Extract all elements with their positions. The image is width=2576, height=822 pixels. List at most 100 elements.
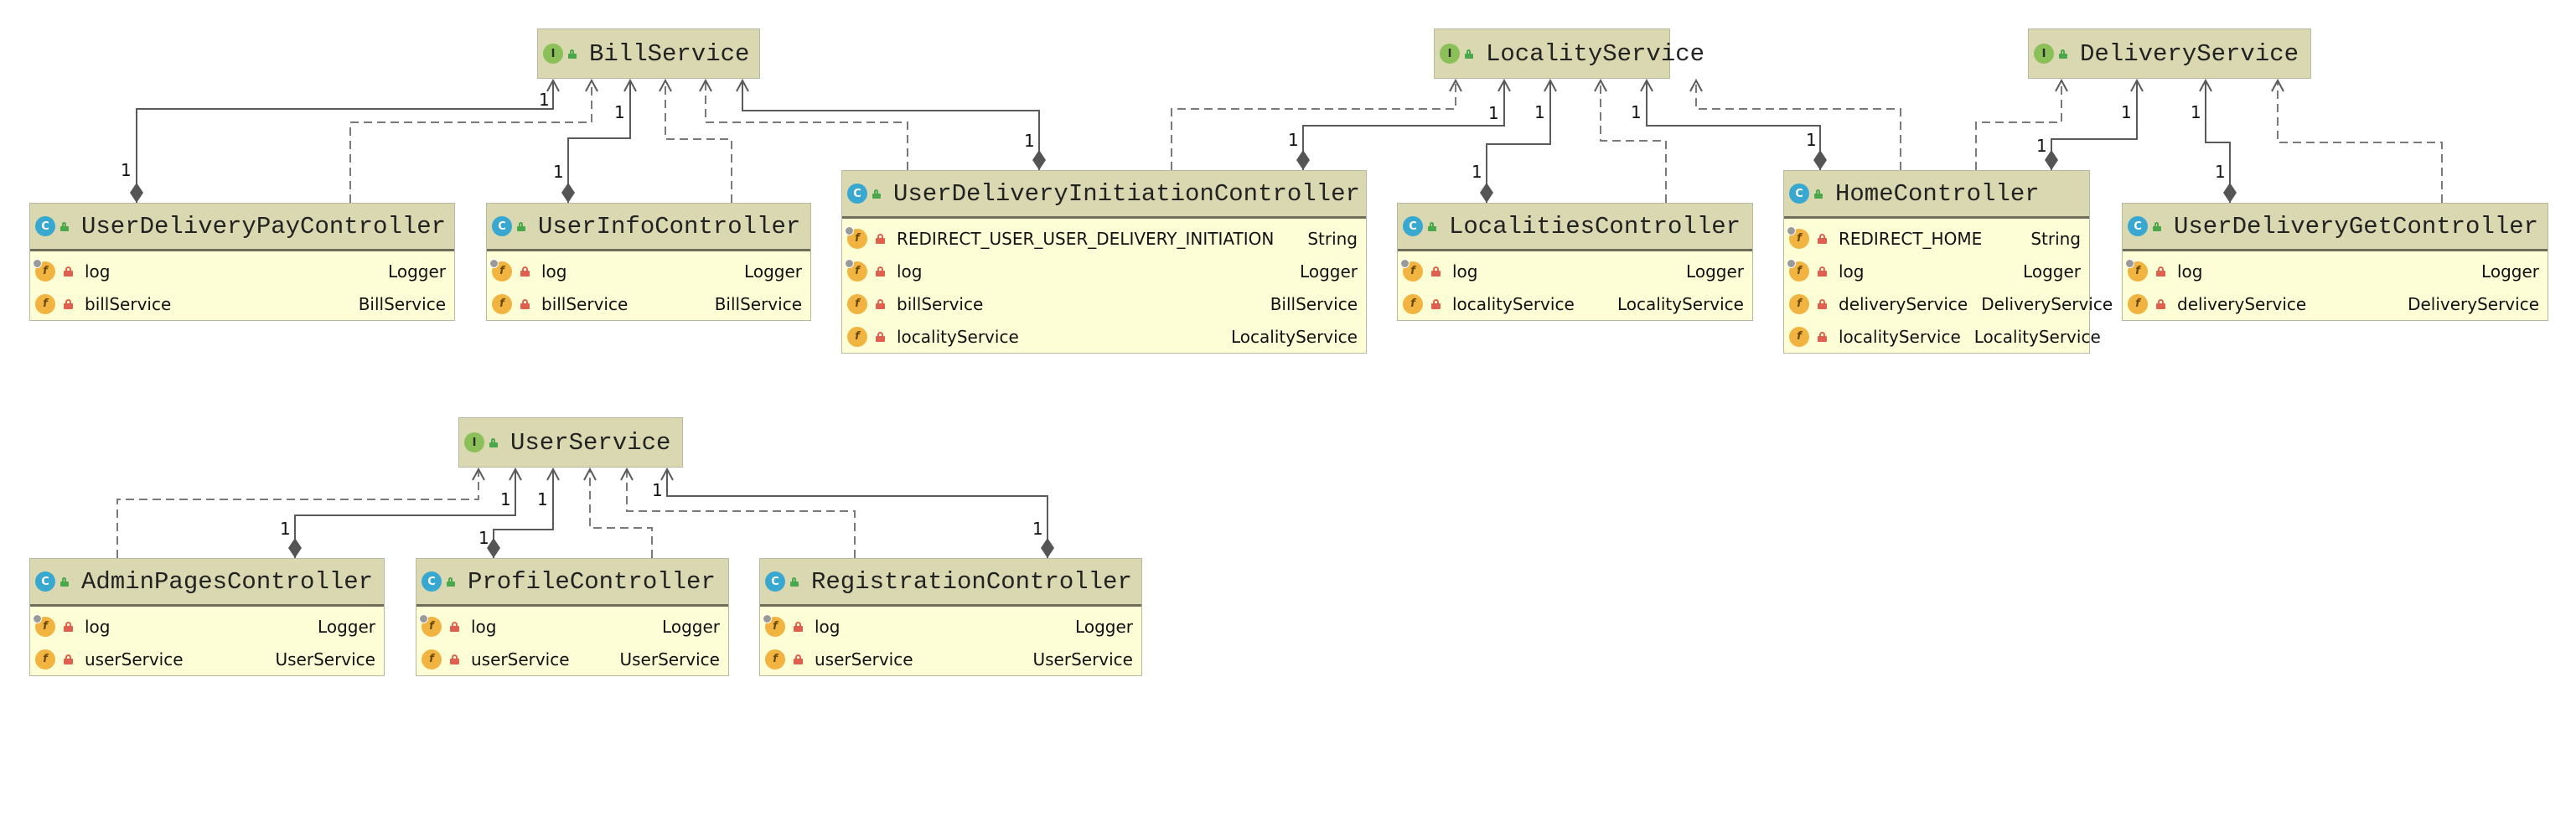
- node-name: DeliveryService: [2080, 39, 2299, 68]
- composition-diamond: [1296, 150, 1310, 170]
- field-type: Logger: [1075, 616, 1133, 637]
- class-node-UserDeliveryInitiationController[interactable]: C UserDeliveryInitiationController f REDIRE…: [841, 170, 1367, 354]
- private-lock-icon: [1818, 331, 1827, 342]
- header-divider: [416, 604, 728, 607]
- field-type: UserService: [619, 649, 720, 669]
- node-name: RegistrationController: [811, 567, 1132, 596]
- header-divider: [842, 216, 1366, 219]
- interface-icon: I: [464, 432, 484, 452]
- field-icon: f: [1789, 326, 1809, 347]
- composition-edge: 1: [736, 78, 1046, 170]
- field-icon: f: [847, 326, 867, 347]
- field-type: UserService: [275, 649, 375, 669]
- field-name: log: [541, 261, 567, 282]
- field-type: Logger: [318, 616, 375, 637]
- static-field-icon: f: [845, 225, 867, 249]
- private-lock-icon: [64, 266, 73, 277]
- field-name: log: [471, 616, 497, 637]
- private-lock-icon: [450, 621, 459, 632]
- field-name: billService: [85, 293, 172, 314]
- header-divider: [1398, 249, 1752, 251]
- dependency-edge: [1689, 78, 1901, 170]
- private-lock-icon: [520, 266, 530, 277]
- dependency-edge: [699, 78, 908, 170]
- multiplicity-label: 1: [500, 489, 511, 509]
- arrow-head: [1497, 78, 1511, 92]
- node-header: C UserDeliveryInitiationController: [842, 171, 1366, 216]
- composition-edge: 11: [1631, 78, 1827, 170]
- field-icon: f: [847, 293, 867, 314]
- field-name: billService: [897, 293, 984, 314]
- arrow-head: [620, 467, 634, 481]
- private-lock-icon: [64, 654, 73, 664]
- dependency-edge: [1975, 78, 2068, 170]
- static-field-icon: f: [845, 258, 867, 282]
- field-type: Logger: [1686, 261, 1744, 282]
- arrow-head: [660, 467, 674, 481]
- field-icon: f: [492, 293, 512, 314]
- composition-diamond: [288, 538, 302, 558]
- multiplicity-label: 1: [2215, 162, 2226, 182]
- composition-diamond: [2223, 183, 2237, 203]
- field-name: localityService: [1452, 293, 1575, 314]
- public-visibility-icon: [489, 437, 499, 447]
- field-icon: f: [2128, 293, 2148, 314]
- multiplicity-label: 1: [1288, 130, 1299, 150]
- dependency-edge: [620, 467, 856, 558]
- header-divider: [30, 604, 384, 607]
- field-type: DeliveryService: [1981, 293, 2113, 314]
- arrow-head: [509, 467, 522, 481]
- field-name: userService: [815, 649, 913, 669]
- private-lock-icon: [64, 621, 73, 632]
- field-name: log: [897, 261, 923, 282]
- public-visibility-icon: [59, 221, 70, 231]
- private-lock-icon: [2156, 298, 2165, 309]
- interface-icon: I: [543, 44, 563, 64]
- node-name: UserInfoController: [538, 212, 801, 240]
- private-lock-icon: [876, 298, 885, 309]
- public-visibility-icon: [2152, 221, 2162, 231]
- field-name: log: [2177, 261, 2203, 282]
- composition-edge: 11: [478, 467, 560, 558]
- field-name: deliveryService: [2177, 293, 2307, 314]
- field-name: REDIRECT_USER_USER_DELIVERY_INITIATION: [897, 228, 1275, 249]
- field-icon: f: [35, 293, 55, 314]
- public-visibility-icon: [59, 576, 70, 587]
- dependency-edge: [2271, 78, 2443, 203]
- multiplicity-label: 1: [2036, 136, 2047, 156]
- static-field-icon: f: [1787, 225, 1809, 249]
- class-icon: C: [35, 216, 55, 236]
- static-field-icon: f: [2125, 258, 2148, 282]
- node-name: UserDeliveryInitiationController: [893, 179, 1360, 208]
- class-icon: C: [847, 184, 867, 204]
- header-divider: [487, 249, 810, 251]
- dependency-edge: [1171, 78, 1462, 170]
- header-divider: [1784, 216, 2089, 219]
